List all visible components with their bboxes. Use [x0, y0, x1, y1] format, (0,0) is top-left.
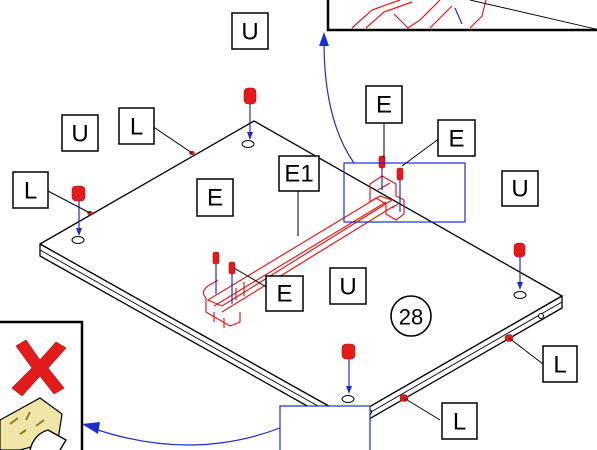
label-e1-part: E1	[278, 155, 320, 192]
label-u1-text: U	[241, 19, 258, 46]
dowel-e3	[212, 251, 220, 265]
red-x-icon	[11, 339, 67, 397]
label-e1-top: E	[365, 85, 403, 124]
label-l2: L	[12, 171, 49, 209]
label-l1: L	[118, 107, 155, 145]
label-e4: E	[265, 275, 304, 312]
dowel-u2	[71, 185, 86, 202]
label-l3-text: L	[553, 352, 566, 379]
hand-icon	[0, 397, 67, 450]
detail-callout-bottom	[82, 405, 371, 450]
dowel-e4	[228, 261, 236, 275]
leader-lines	[45, 124, 544, 421]
detail-callout-frame	[319, 32, 466, 223]
label-e1-text: E	[376, 92, 392, 119]
label-u4-text: U	[339, 274, 356, 301]
label-l4: L	[441, 402, 478, 440]
dowel-u-group	[71, 87, 527, 403]
label-l3: L	[542, 345, 578, 383]
step-number-badge: 28	[390, 295, 432, 337]
label-u3: U	[501, 170, 539, 207]
label-l2-text: L	[24, 178, 37, 205]
dowel-u4	[341, 343, 356, 360]
label-u3-text: U	[511, 176, 528, 203]
dowel-u1	[243, 87, 257, 105]
label-l4-text: L	[453, 409, 466, 436]
label-l1-text: L	[130, 114, 143, 141]
dowel-e1	[378, 155, 386, 169]
step-number-text: 28	[399, 305, 423, 330]
edge-holes	[87, 150, 544, 415]
dowel-u3	[513, 242, 526, 258]
detail-callout-top	[326, 0, 597, 32]
label-e1-part-text: E1	[284, 161, 313, 188]
dowel-e2	[396, 167, 404, 181]
label-e3-text: E	[207, 185, 223, 212]
label-e3: E	[196, 178, 234, 217]
label-u2: U	[61, 114, 99, 152]
label-e2-top: E	[437, 119, 476, 157]
label-e4-text: E	[276, 281, 292, 308]
label-u4: U	[329, 267, 367, 305]
label-e2-text: E	[448, 126, 464, 153]
reject-inset	[0, 320, 84, 450]
dowel-e-group	[212, 155, 404, 304]
label-u2-text: U	[71, 121, 88, 148]
part-e1-rail	[202, 175, 405, 328]
label-u1: U	[231, 12, 269, 50]
